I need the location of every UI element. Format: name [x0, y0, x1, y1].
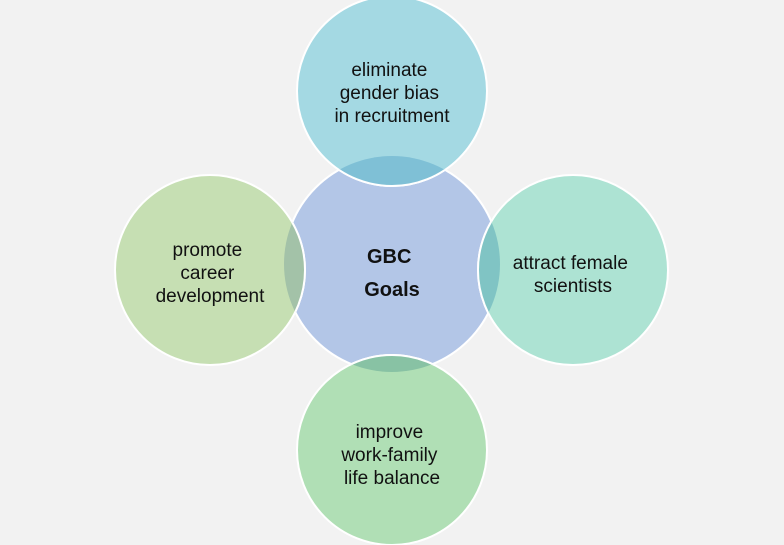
goal-label-left: promote career development — [156, 240, 266, 307]
goal-label-line: improve — [356, 422, 424, 443]
overlap-top — [296, 156, 488, 187]
goal-label-line: development — [156, 286, 266, 307]
overlap-right — [477, 174, 500, 366]
overlap-bottom — [296, 354, 488, 372]
goal-label-top: eliminate gender bias in recruitment — [334, 60, 450, 127]
goal-label-line: in recruitment — [334, 106, 450, 127]
center-label: GBC Goals — [364, 246, 420, 301]
goal-label-line: scientists — [534, 276, 612, 297]
goal-label-line: promote — [173, 240, 243, 261]
goal-label-line: life balance — [344, 468, 440, 489]
goal-label-line: eliminate — [351, 60, 427, 81]
goal-label-line: work-family — [340, 445, 438, 466]
overlap-regions — [284, 156, 500, 372]
center-label-line: GBC — [367, 246, 411, 268]
goal-label-line: attract female — [513, 253, 628, 274]
overlap-left — [284, 174, 306, 366]
goal-label-line: career — [180, 263, 235, 284]
center-label-line: Goals — [364, 279, 420, 301]
goal-label-line: gender bias — [340, 83, 439, 104]
goal-label-bottom: improve work-family life balance — [340, 422, 442, 489]
goal-label-right: attract female scientists — [513, 253, 633, 297]
